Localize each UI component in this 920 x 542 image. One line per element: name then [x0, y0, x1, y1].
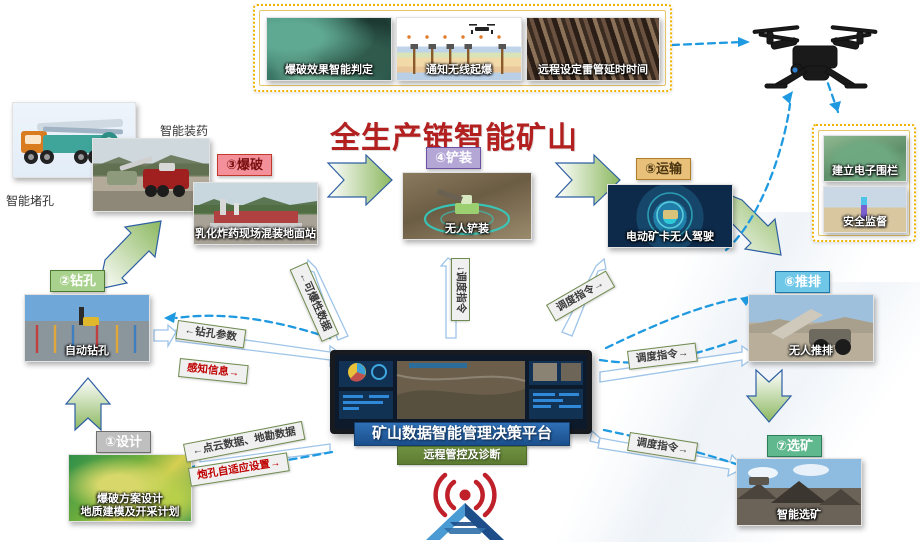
- stage-tag-6[interactable]: ⑥推排: [775, 271, 831, 293]
- top-panel-card-1[interactable]: 爆破效果智能判定: [266, 17, 392, 81]
- stage-caption-2: 自动钻孔: [65, 345, 109, 357]
- stage-tag-7[interactable]: ⑦选矿: [767, 435, 823, 457]
- drone-mini-icon: [469, 24, 495, 34]
- flow-label-dispatch-beneficiation: 调度指令→: [627, 432, 698, 462]
- flow-label-dispatch-dump: 调度指令→: [627, 342, 698, 370]
- flow-label-sensing-info: 感知信息→: [178, 358, 249, 385]
- label-intelligent-charging: 智能装药: [160, 124, 209, 138]
- right-panel: 建立电子围栏 安全监督: [812, 124, 916, 242]
- charging-truck-card[interactable]: [92, 138, 210, 212]
- stage-caption-7: 智能选矿: [777, 509, 821, 521]
- top-panel-caption-3: 远程设定雷管延时时间: [538, 64, 648, 76]
- charging-truck-photo: [93, 139, 209, 211]
- right-panel-inner: [818, 130, 910, 236]
- stage-tag-3[interactable]: ③爆破: [217, 154, 273, 176]
- electric-truck-photo: [608, 185, 732, 247]
- unmanned-shovel-photo: [403, 173, 531, 239]
- stage-card-2[interactable]: 自动钻孔: [24, 294, 150, 362]
- stage-card-4[interactable]: 无人铲装: [402, 172, 532, 240]
- emulsion-plant-photo: [194, 183, 317, 244]
- stage-caption-1: 爆破方案设计 地质建模及开采计划: [80, 493, 180, 518]
- flow-label-dispatch-shovel: ↓调度指令: [451, 258, 470, 322]
- right-panel-caption-2: 安全监督: [843, 216, 887, 228]
- auto-drilling-photo: [25, 295, 149, 361]
- arrow-blast-to-shovel: [326, 153, 393, 207]
- right-panel-card-2[interactable]: 安全监督: [823, 186, 907, 233]
- top-panel-caption-2: 通知无线起爆: [426, 64, 492, 76]
- detonator-delay-photo: [527, 18, 659, 80]
- stage-card-7[interactable]: 智能选矿: [736, 458, 862, 526]
- safety-supervision-photo: [824, 187, 906, 232]
- control-platform-screen[interactable]: [330, 350, 592, 434]
- stage-caption-4: 无人铲装: [445, 223, 489, 235]
- unmanned-dozer-photo: [749, 295, 873, 361]
- stage-tag-4[interactable]: ④铲装: [426, 147, 482, 169]
- stage-card-5[interactable]: 电动矿卡无人驾驶: [607, 184, 733, 248]
- top-panel-inner: [259, 10, 666, 86]
- label-intelligent-stemming: 智能堵孔: [6, 194, 55, 208]
- smart-beneficiation-photo: [737, 459, 861, 525]
- flow-label-drill-params: ←钻孔参数: [175, 320, 246, 349]
- blast-effect-photo: [267, 18, 391, 80]
- electronic-fence-photo: [824, 136, 906, 181]
- top-panel-caption-1: 爆破效果智能判定: [285, 64, 373, 76]
- flow-label-blastability: ←可爆性数据: [289, 262, 340, 342]
- flow-label-dispatch-haul: 调度指令→: [546, 270, 615, 322]
- stage-tag-1[interactable]: ①设计: [96, 431, 152, 453]
- platform-sub-banner: 远程管控及诊断: [397, 446, 527, 465]
- stage-caption-3: 乳化炸药现场混装地面站: [195, 228, 316, 240]
- right-panel-card-1[interactable]: 建立电子围栏: [823, 135, 907, 182]
- stage-tag-5[interactable]: ⑤运输: [636, 158, 692, 180]
- top-panel-card-3[interactable]: 远程设定雷管延时时间: [526, 17, 660, 81]
- stage-caption-6: 无人推排: [789, 345, 833, 357]
- arrow-design-to-drill: [64, 377, 112, 432]
- top-panel-card-2[interactable]: 通知无线起爆: [396, 17, 522, 81]
- wireless-initiation-diagram: [397, 18, 521, 80]
- geological-model-photo: [69, 455, 191, 521]
- stage-caption-5: 电动矿卡无人驾驶: [626, 231, 714, 243]
- stage-card-3[interactable]: 乳化炸药现场混装地面站: [193, 182, 318, 245]
- stage-card-6[interactable]: 无人推排: [748, 294, 874, 362]
- right-panel-caption-1: 建立电子围栏: [832, 165, 898, 177]
- drone-icon: [735, 6, 895, 96]
- platform-main-banner: 矿山数据智能管理决策平台: [354, 422, 570, 446]
- stage-card-1[interactable]: 爆破方案设计 地质建模及开采计划: [68, 454, 192, 522]
- signal-tower-icon: [400, 470, 530, 542]
- arrow-drill-to-charge: [98, 220, 162, 290]
- stage-tag-2[interactable]: ②钻孔: [50, 270, 106, 292]
- screen-bezel: [335, 355, 587, 429]
- arrow-dump-to-beneficiation: [745, 368, 793, 423]
- top-panel: 爆破效果智能判定: [253, 4, 672, 92]
